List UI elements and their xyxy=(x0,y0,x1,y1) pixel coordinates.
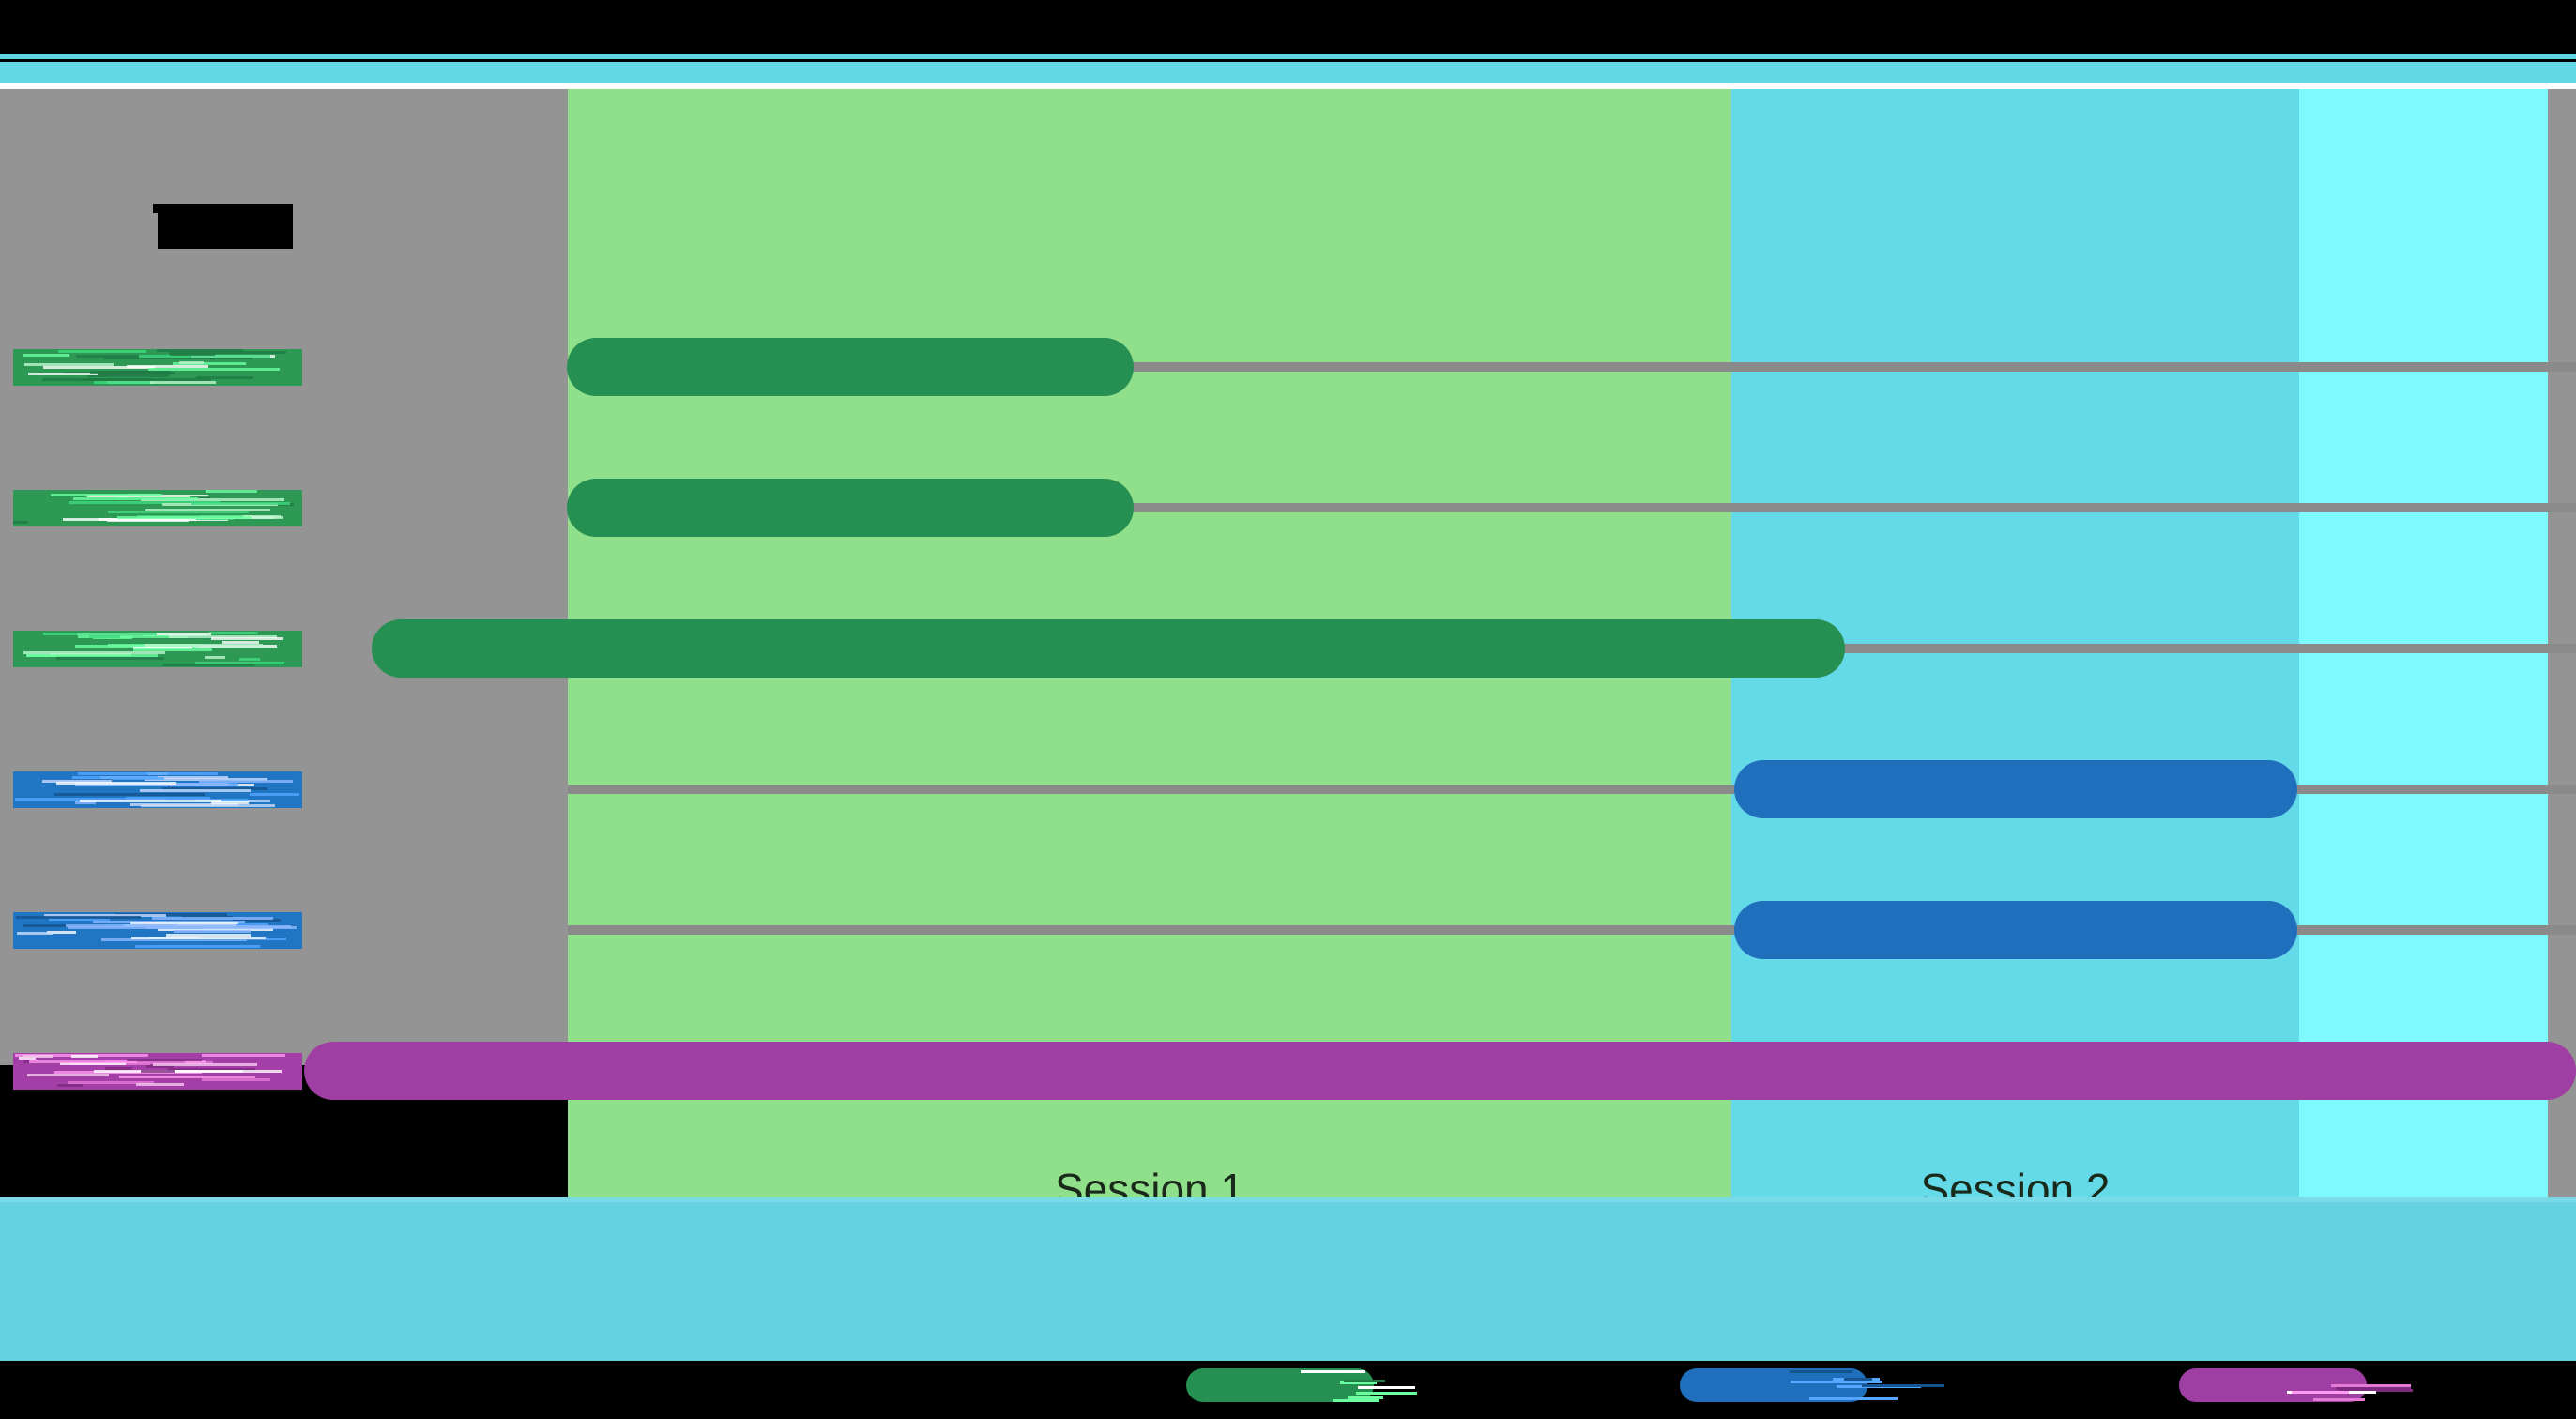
chart-legend xyxy=(0,1361,2576,1419)
row-label-redacted[interactable] xyxy=(13,631,302,667)
gantt-bar[interactable] xyxy=(1734,901,2297,959)
legend-swatch xyxy=(1186,1368,1417,1402)
column-header-redacted xyxy=(153,204,293,249)
row-label-redacted[interactable] xyxy=(13,912,302,949)
row-label-redacted[interactable] xyxy=(13,1053,302,1090)
gantt-row[interactable]: DataSetA3 xyxy=(0,619,2576,678)
gantt-bar[interactable] xyxy=(372,619,1845,678)
gantt-row[interactable]: DataSetB1 xyxy=(0,760,2576,818)
gantt-bar[interactable] xyxy=(567,479,1134,537)
gantt-row-track xyxy=(568,362,2576,372)
gantt-row[interactable]: DataSetC1 xyxy=(0,1042,2576,1100)
gantt-row[interactable]: DataSetA2 xyxy=(0,479,2576,537)
row-label-redacted[interactable] xyxy=(13,771,302,808)
gantt-row-track xyxy=(568,925,2576,935)
right-gutter xyxy=(2548,89,2576,1197)
left-gutter xyxy=(0,89,300,1065)
footer-bar xyxy=(0,1197,2576,1361)
gantt-chart: DataSetA1DataSetA2DataSetA3DataSetB1Data… xyxy=(0,89,2576,1213)
gantt-row-track xyxy=(568,503,2576,512)
gantt-bar[interactable] xyxy=(567,338,1134,396)
gantt-bar[interactable] xyxy=(1734,760,2297,818)
gantt-bar[interactable] xyxy=(304,1042,2576,1100)
top-divider-line xyxy=(0,83,2576,89)
footer-top-line xyxy=(0,1197,2576,1202)
session-band-3 xyxy=(2299,89,2548,1197)
row-label-redacted[interactable] xyxy=(13,490,302,526)
top-accent-strip-thin xyxy=(0,54,2576,59)
row-label-redacted[interactable] xyxy=(13,349,302,386)
gantt-row[interactable]: DataSetB2 xyxy=(0,901,2576,959)
legend-swatch xyxy=(2179,1368,2413,1402)
top-accent-strip-thick xyxy=(0,62,2576,83)
gantt-row[interactable]: DataSetA1 xyxy=(0,338,2576,396)
legend-swatch xyxy=(1680,1368,1944,1402)
gantt-row-track xyxy=(568,785,2576,794)
